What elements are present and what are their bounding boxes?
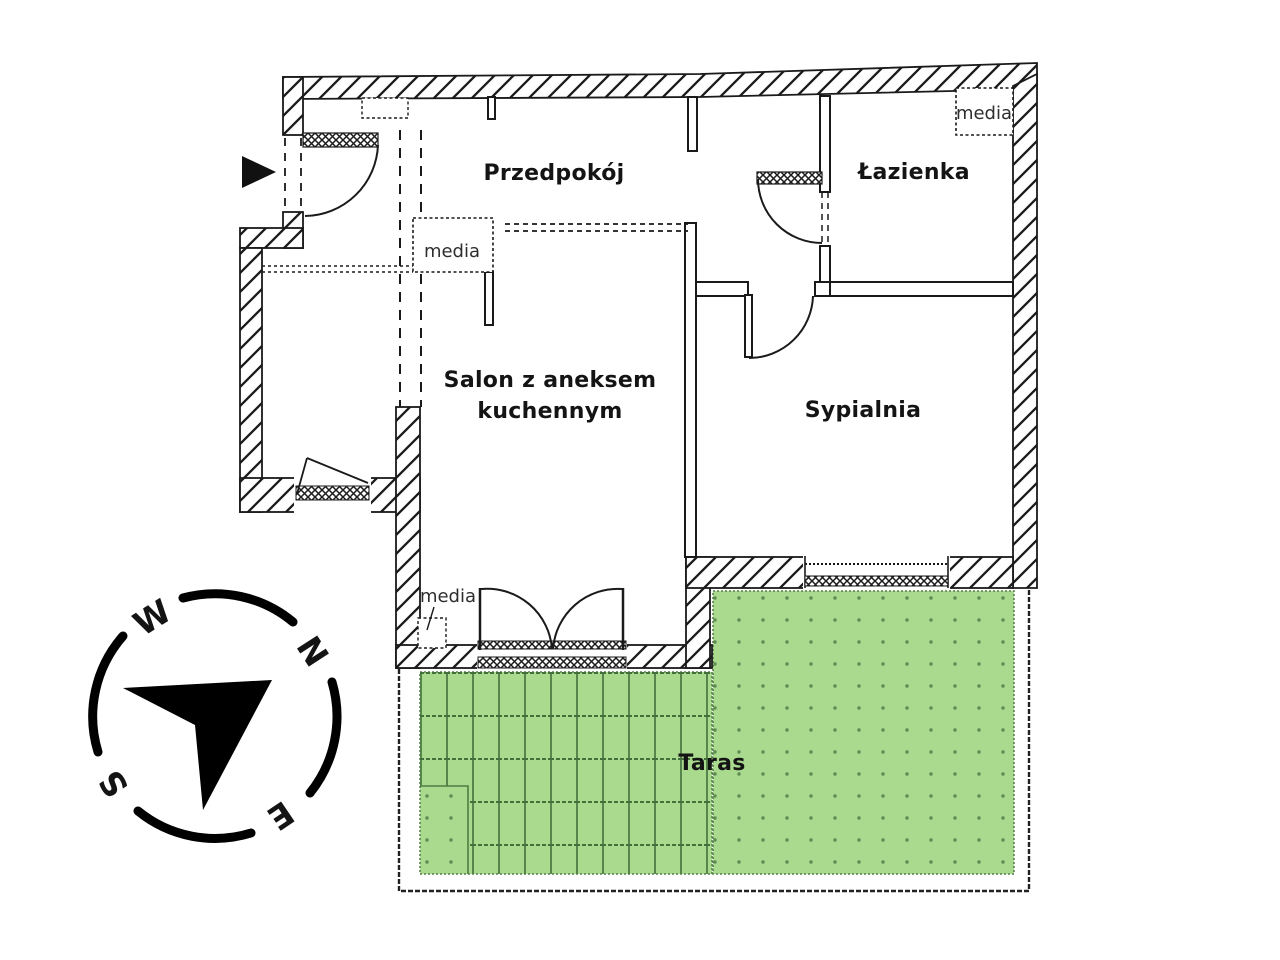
wall-top <box>282 62 1038 100</box>
window-left-tilt-lines <box>296 457 369 495</box>
media-box-top-right <box>955 87 1014 136</box>
terrace-tile-pattern <box>420 672 712 874</box>
dashed-hall-living-divider <box>505 223 688 232</box>
terrace <box>397 588 1031 893</box>
room-label-living-line1: Salon z aneksem <box>444 368 657 393</box>
compass-letter-s: S <box>91 763 137 805</box>
compass-letter-w: W <box>126 591 178 643</box>
dashed-lines <box>262 130 829 407</box>
entry-door-arc <box>304 144 379 217</box>
media-label-bottom: media <box>420 586 476 607</box>
windows <box>294 457 950 670</box>
bathroom-door-leaf <box>756 171 823 185</box>
wall-stub-top-a <box>487 96 496 120</box>
wall-stub-kitchen <box>484 271 494 326</box>
media-boxes <box>361 87 1014 649</box>
wall-living-bedroom <box>684 222 697 558</box>
wall-bedroom-top-right <box>814 281 831 297</box>
wall-right <box>1012 72 1038 589</box>
room-label-hallway: Przedpokój <box>483 161 624 186</box>
entry-door-leaf <box>302 132 379 148</box>
media-bottom-leader-line <box>426 606 435 631</box>
wall-left-protrusion <box>239 247 263 513</box>
shaft-box-top <box>361 97 409 119</box>
window-bedroom-band <box>804 575 949 587</box>
interior-walls <box>484 95 1014 558</box>
compass-circle <box>88 589 342 843</box>
media-box-bottom <box>417 617 447 649</box>
terrace-notch-dots <box>421 787 468 873</box>
bathroom-door-arc <box>757 178 823 244</box>
room-label-bathroom: Łazienka <box>857 160 970 185</box>
wall-stub-top-b <box>687 96 698 152</box>
french-door-arcs <box>480 587 623 650</box>
wall-jut <box>239 227 304 249</box>
terrace-outline <box>397 588 1031 893</box>
terrace-notch-border <box>420 785 469 874</box>
wall-bath-left-upper <box>819 95 831 193</box>
room-label-terrace: Taras <box>678 751 745 776</box>
entrance-arrow-icon <box>242 156 276 188</box>
compass-arrow-icon <box>123 680 272 810</box>
dashed-protrusion-divider <box>262 265 413 273</box>
bedroom-door-arc <box>748 295 814 359</box>
media-label-kitchen: media <box>424 241 480 262</box>
door-living-threshold-bottom <box>477 656 627 669</box>
labels: Przedpokój Łazienka Salon z aneksem kuch… <box>420 103 1012 776</box>
wall-left-above-entry <box>282 76 304 136</box>
bath-opening-jambs <box>821 192 829 246</box>
entry-opening-jambs <box>284 138 302 212</box>
bedroom-door-leaf <box>744 294 753 358</box>
doors <box>302 132 823 650</box>
compass-letter-n: N <box>289 629 337 673</box>
french-door-leaves <box>478 588 625 650</box>
compass-letter-e: E <box>260 793 301 838</box>
terrace-dots-pattern <box>713 591 1014 874</box>
wall-bedroom-top-left <box>695 281 749 297</box>
window-left-band <box>295 485 370 501</box>
media-label-top-right: media <box>956 103 1012 124</box>
room-label-living-line2: kuchennym <box>477 399 622 424</box>
wall-under-bath <box>829 281 1014 297</box>
room-label-bedroom: Sypialnia <box>805 398 922 423</box>
media-box-kitchen <box>412 217 494 273</box>
wall-mid-left-vertical <box>395 406 421 669</box>
compass: W N S E <box>88 589 342 843</box>
